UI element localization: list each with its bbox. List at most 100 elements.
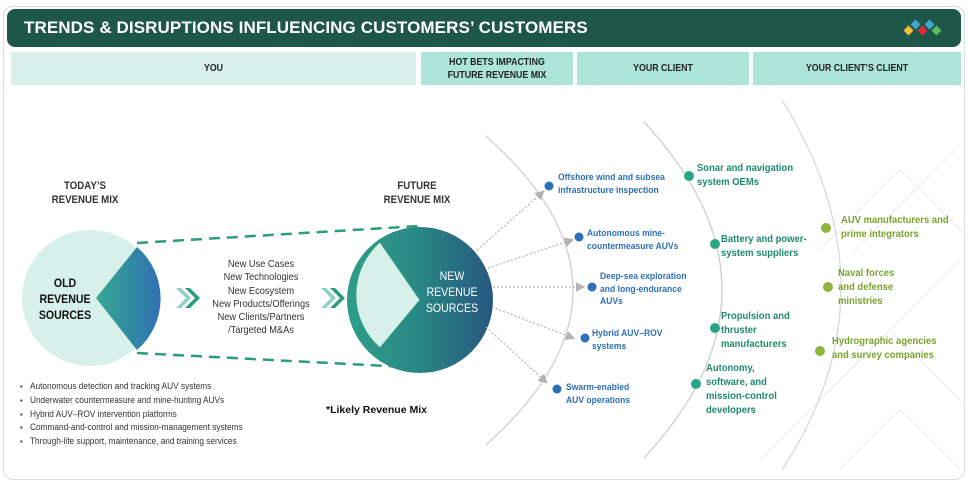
driver-item: /Targeted M&As xyxy=(228,324,294,337)
hot-bet-line: Hybrid AUV–ROV xyxy=(592,328,663,339)
offering-item: Underwater countermeasure and mine-hunti… xyxy=(20,394,243,408)
driver-item: New Products/Offerings xyxy=(212,297,310,310)
growth-drivers-list: New Use Cases New Technologies New Ecosy… xyxy=(204,258,318,338)
new-revenue-label: NEW REVENUE SOURCES xyxy=(417,268,487,316)
client-line: software, and xyxy=(706,376,767,388)
background-chevrons xyxy=(759,144,966,471)
likely-revenue-mix-note: *Likely Revenue Mix xyxy=(326,404,427,416)
hot-bet-dots xyxy=(544,181,597,394)
clients-client-line: prime integrators xyxy=(841,228,919,240)
hot-bet-line: AUV operations xyxy=(566,394,631,406)
hot-bet-item: Swarm-enabled AUV operations xyxy=(566,382,630,407)
today-heading-line1: TODAY’S xyxy=(64,180,106,192)
client-dot xyxy=(691,379,701,389)
clients-client-line: and survey companies xyxy=(832,349,934,361)
old-label-line2: REVENUE xyxy=(39,292,91,306)
future-heading-line2: REVENUE MIX xyxy=(383,194,451,206)
hot-bet-item: Offshore wind and subsea infrastructure … xyxy=(558,172,665,197)
client-line: system suppliers xyxy=(721,247,799,259)
client-line: Battery and power- xyxy=(721,233,807,245)
clients-client-item: Naval forces and defense ministries xyxy=(838,266,894,308)
offering-item: Through-life support, maintenance, and t… xyxy=(20,435,243,449)
page-title: TRENDS & DISRUPTIONS INFLUENCING CUSTOME… xyxy=(24,18,588,37)
client-line: system OEMs xyxy=(697,176,759,188)
clients-client-line: AUV manufacturers and xyxy=(841,214,949,226)
offering-item: Command-and-control and mission-manageme… xyxy=(20,421,243,435)
clients-client-arc xyxy=(781,99,842,471)
hot-bet-dot xyxy=(580,333,590,343)
column-hot-bets-bg xyxy=(421,52,573,85)
clients-client-item: Hydrographic agencies and survey compani… xyxy=(832,334,937,362)
clients-client-dot xyxy=(821,223,831,233)
offering-item: Autonomous detection and tracking AUV sy… xyxy=(20,380,243,394)
hot-bet-line: Deep-sea exploration xyxy=(600,271,687,282)
dashed-connector-top xyxy=(136,224,421,245)
colored-diamonds-logo-icon xyxy=(903,19,941,36)
clients-client-line: and defense xyxy=(838,281,894,293)
hot-bet-line: systems xyxy=(592,340,627,352)
hot-bet-line: Swarm-enabled xyxy=(566,382,630,393)
client-line: Sonar and navigation xyxy=(697,162,794,174)
column-header-hot-bets: HOT BETS IMPACTING FUTURE REVENUE MIX xyxy=(447,56,547,81)
client-line: Propulsion and xyxy=(721,310,790,322)
clients-client-item: AUV manufacturers and prime integrators xyxy=(841,213,949,241)
clients-client-line: ministries xyxy=(838,295,883,307)
clients-client-line: Naval forces xyxy=(838,267,895,279)
new-label-line3: SOURCES xyxy=(425,301,479,315)
clients-client-dots xyxy=(815,223,833,356)
column-you-bg xyxy=(11,52,416,85)
your-client-item: Autonomy, software, and mission-control … xyxy=(706,361,777,417)
hot-bet-line: and long-endurance xyxy=(600,283,682,295)
today-revenue-mix-heading: TODAY’S REVENUE MIX xyxy=(45,179,124,207)
driver-item: New Use Cases xyxy=(227,258,295,270)
double-chevron-icon-1 xyxy=(176,288,200,308)
your-client-item: Propulsion and thruster manufacturers xyxy=(721,309,790,351)
hot-bet-line: Offshore wind and subsea xyxy=(558,172,665,183)
clients-client-dot xyxy=(815,346,825,356)
future-heading-line1: FUTURE xyxy=(397,180,437,192)
hot-bet-dot xyxy=(552,384,562,394)
hot-bet-dot xyxy=(587,282,597,292)
today-heading-line2: REVENUE MIX xyxy=(51,194,119,206)
dashed-connector-bottom xyxy=(136,351,426,370)
driver-item: New Clients/Partners xyxy=(217,311,305,324)
column-clients-client-bg xyxy=(753,52,961,85)
column-your-client-bg xyxy=(577,52,749,85)
hot-bet-arrows xyxy=(476,190,586,384)
hot-bets-arc xyxy=(485,135,574,446)
column-header-your-client: YOUR CLIENT xyxy=(633,63,693,74)
header-bar: TRENDS & DISRUPTIONS INFLUENCING CUSTOME… xyxy=(7,9,961,47)
hot-bet-item: Deep-sea exploration and long-endurance … xyxy=(600,271,686,309)
hot-bet-dot xyxy=(544,181,554,191)
future-revenue-mix-heading: FUTURE REVENUE MIX xyxy=(377,179,456,207)
client-line: mission-control xyxy=(706,390,777,402)
clients-client-line: Hydrographic agencies xyxy=(832,335,937,347)
old-revenue-slice xyxy=(96,247,161,350)
driver-item: New Ecosystem xyxy=(227,284,295,297)
hot-bet-line: AUVs xyxy=(600,296,623,307)
new-label-line2: REVENUE xyxy=(426,285,478,299)
client-line: Autonomy, xyxy=(706,362,755,374)
column-header-you: YOU xyxy=(203,63,224,74)
hot-bet-dot xyxy=(574,232,584,242)
your-client-item: Sonar and navigation system OEMs xyxy=(697,161,793,189)
column-header-clients-client: YOUR CLIENT’S CLIENT xyxy=(805,63,909,74)
client-dot xyxy=(710,239,720,249)
client-line: thruster xyxy=(721,324,757,336)
client-dots xyxy=(684,171,720,389)
new-revenue-slice xyxy=(355,241,421,349)
current-offerings-list: Autonomous detection and tracking AUV sy… xyxy=(20,380,243,449)
your-client-item: Battery and power- system suppliers xyxy=(721,232,807,260)
hot-bet-line: countermeasure AUVs xyxy=(587,240,679,252)
old-label-line1: OLD xyxy=(53,276,77,290)
your-client-arc xyxy=(643,121,723,459)
client-line: developers xyxy=(706,404,756,416)
offering-item: Hybrid AUV–ROV intervention platforms xyxy=(20,408,243,422)
client-dot xyxy=(684,171,694,181)
old-label-line3: SOURCES xyxy=(38,308,92,322)
new-label-line1: NEW xyxy=(439,269,465,283)
driver-item: New Technologies xyxy=(223,271,299,284)
client-dot xyxy=(710,323,720,333)
hot-bet-item: Hybrid AUV–ROV systems xyxy=(592,328,662,353)
